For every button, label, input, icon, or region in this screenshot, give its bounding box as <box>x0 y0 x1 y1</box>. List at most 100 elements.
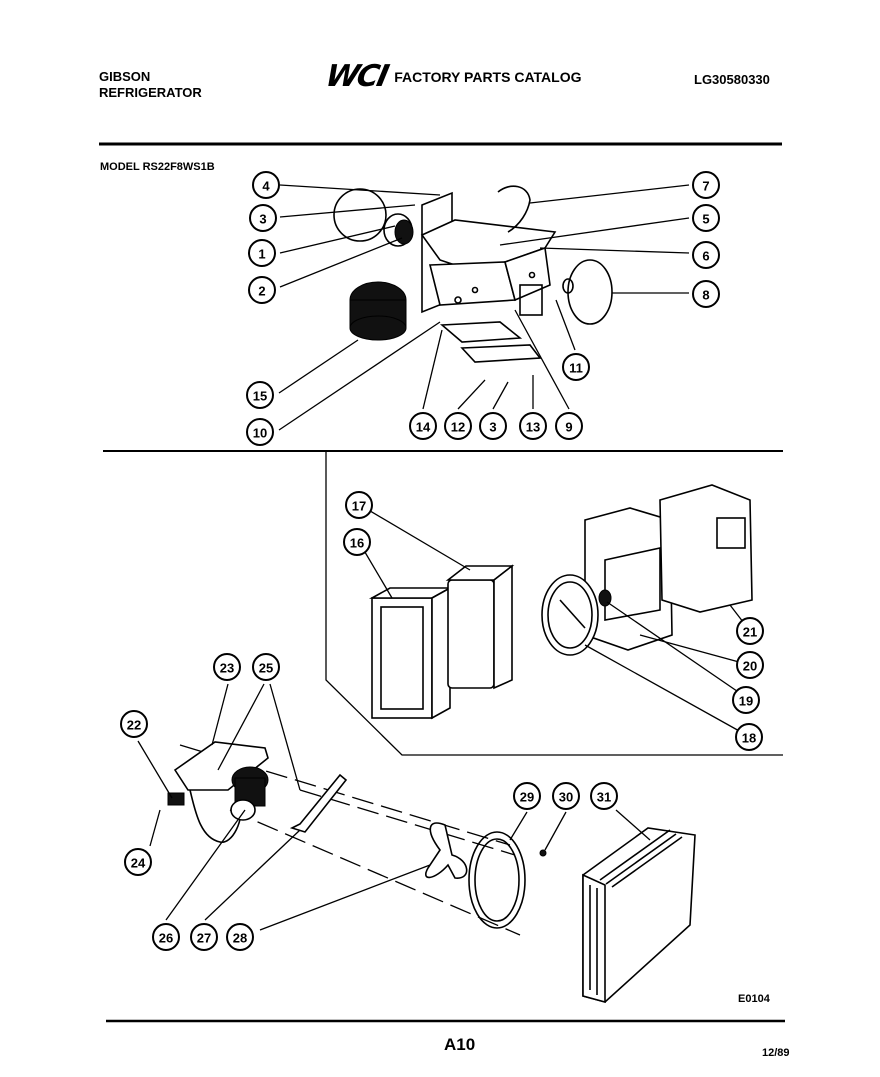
crisper-bracket-17 <box>445 564 515 690</box>
callout-number: 21 <box>743 625 757 640</box>
callout-circle <box>226 923 254 951</box>
catalog-title: FACTORY PARTS CATALOG <box>394 69 582 85</box>
callout-circle <box>692 241 720 269</box>
callout-circle <box>252 171 280 199</box>
housing-bracket <box>420 191 557 316</box>
callout-24: 24 <box>124 848 152 876</box>
catalog-id: LG30580330 <box>694 72 770 87</box>
motor-bracket <box>167 741 269 843</box>
control-knob <box>562 259 613 325</box>
callout-number: 31 <box>597 790 611 805</box>
callout-9: 9 <box>555 412 583 440</box>
callout-21: 21 <box>736 617 764 645</box>
callout-circle <box>444 412 472 440</box>
callout-number: 7 <box>702 179 709 194</box>
callout-number: 12 <box>451 420 465 435</box>
catalog-title-block: WCI FACTORY PARTS CATALOG <box>322 59 582 94</box>
callout-13: 13 <box>519 412 547 440</box>
callout-circle <box>692 280 720 308</box>
callout-number: 17 <box>352 499 366 514</box>
fan-housing <box>584 484 753 651</box>
callout-14: 14 <box>409 412 437 440</box>
callout-number: 13 <box>526 420 540 435</box>
callout-circle <box>555 412 583 440</box>
callout-circle <box>735 723 763 751</box>
callout-3: 3 <box>249 204 277 232</box>
callout-circle <box>120 710 148 738</box>
drawing-code: E0104 <box>738 993 770 1005</box>
callout-circle <box>562 353 590 381</box>
brand-label: GIBSON REFRIGERATOR <box>99 69 202 101</box>
callout-circle <box>124 848 152 876</box>
callout-circle <box>345 491 373 519</box>
callout-circle <box>479 412 507 440</box>
callout-number: 9 <box>565 420 572 435</box>
callout-2: 2 <box>248 276 276 304</box>
thermostat-capillary <box>497 185 531 233</box>
page-number: A10 <box>444 1035 476 1054</box>
callout-8: 8 <box>692 280 720 308</box>
callout-circle <box>246 381 274 409</box>
callout-number: 3 <box>489 420 496 435</box>
brand-line1: GIBSON <box>99 69 151 84</box>
callout-number: 26 <box>159 931 173 946</box>
callout-circle <box>519 412 547 440</box>
callout-number: 15 <box>253 389 267 404</box>
callout-number: 24 <box>131 856 146 871</box>
callout-number: 4 <box>262 179 270 194</box>
callout-number: 14 <box>416 420 431 435</box>
callout-20: 20 <box>736 651 764 679</box>
callout-25: 25 <box>252 653 280 681</box>
callout-number: 29 <box>520 790 534 805</box>
callout-circle <box>248 276 276 304</box>
callout-circle <box>590 782 618 810</box>
callout-6: 6 <box>692 241 720 269</box>
evaporator-fan-motor <box>230 766 269 821</box>
callout-29: 29 <box>513 782 541 810</box>
fan-shroud-ring <box>468 831 547 929</box>
callout-4: 4 <box>252 171 280 199</box>
callout-circle <box>246 418 274 446</box>
callout-19: 19 <box>732 686 760 714</box>
callout-circle <box>692 204 720 232</box>
fan-wheel <box>541 574 612 656</box>
callout-number: 6 <box>702 249 709 264</box>
callout-31: 31 <box>590 782 618 810</box>
callout-10: 10 <box>246 418 274 446</box>
callout-circle <box>190 923 218 951</box>
callout-circle <box>513 782 541 810</box>
callout-27: 27 <box>190 923 218 951</box>
evaporator-cover <box>582 827 696 1004</box>
callout-number: 16 <box>350 536 364 551</box>
callout-number: 23 <box>220 661 234 676</box>
callout-number: 22 <box>127 718 141 733</box>
callout-number: 18 <box>742 731 756 746</box>
callout-28: 28 <box>226 923 254 951</box>
callout-5: 5 <box>692 204 720 232</box>
callout-23: 23 <box>213 653 241 681</box>
callout-circle <box>409 412 437 440</box>
callout-circle <box>343 528 371 556</box>
callout-circle <box>692 171 720 199</box>
callout-circle <box>732 686 760 714</box>
callout-circle <box>248 239 276 267</box>
callout-18: 18 <box>735 723 763 751</box>
crisper-bracket-16 <box>368 586 454 720</box>
fan-motor-support <box>289 773 348 833</box>
callout-circle <box>152 923 180 951</box>
callout-number: 10 <box>253 426 267 441</box>
damper-motor <box>349 281 407 341</box>
callout-number: 19 <box>739 694 753 709</box>
callout-circle <box>736 617 764 645</box>
callout-1: 1 <box>248 239 276 267</box>
callout-number: 2 <box>258 284 265 299</box>
callout-circle <box>552 782 580 810</box>
callout-number: 25 <box>259 661 273 676</box>
callout-number: 27 <box>197 931 211 946</box>
fan-blade <box>425 822 468 879</box>
callout-number: 8 <box>702 288 709 303</box>
callout-number: 3 <box>259 212 266 227</box>
date-code: 12/89 <box>762 1047 790 1059</box>
mounting-plate <box>439 321 542 363</box>
